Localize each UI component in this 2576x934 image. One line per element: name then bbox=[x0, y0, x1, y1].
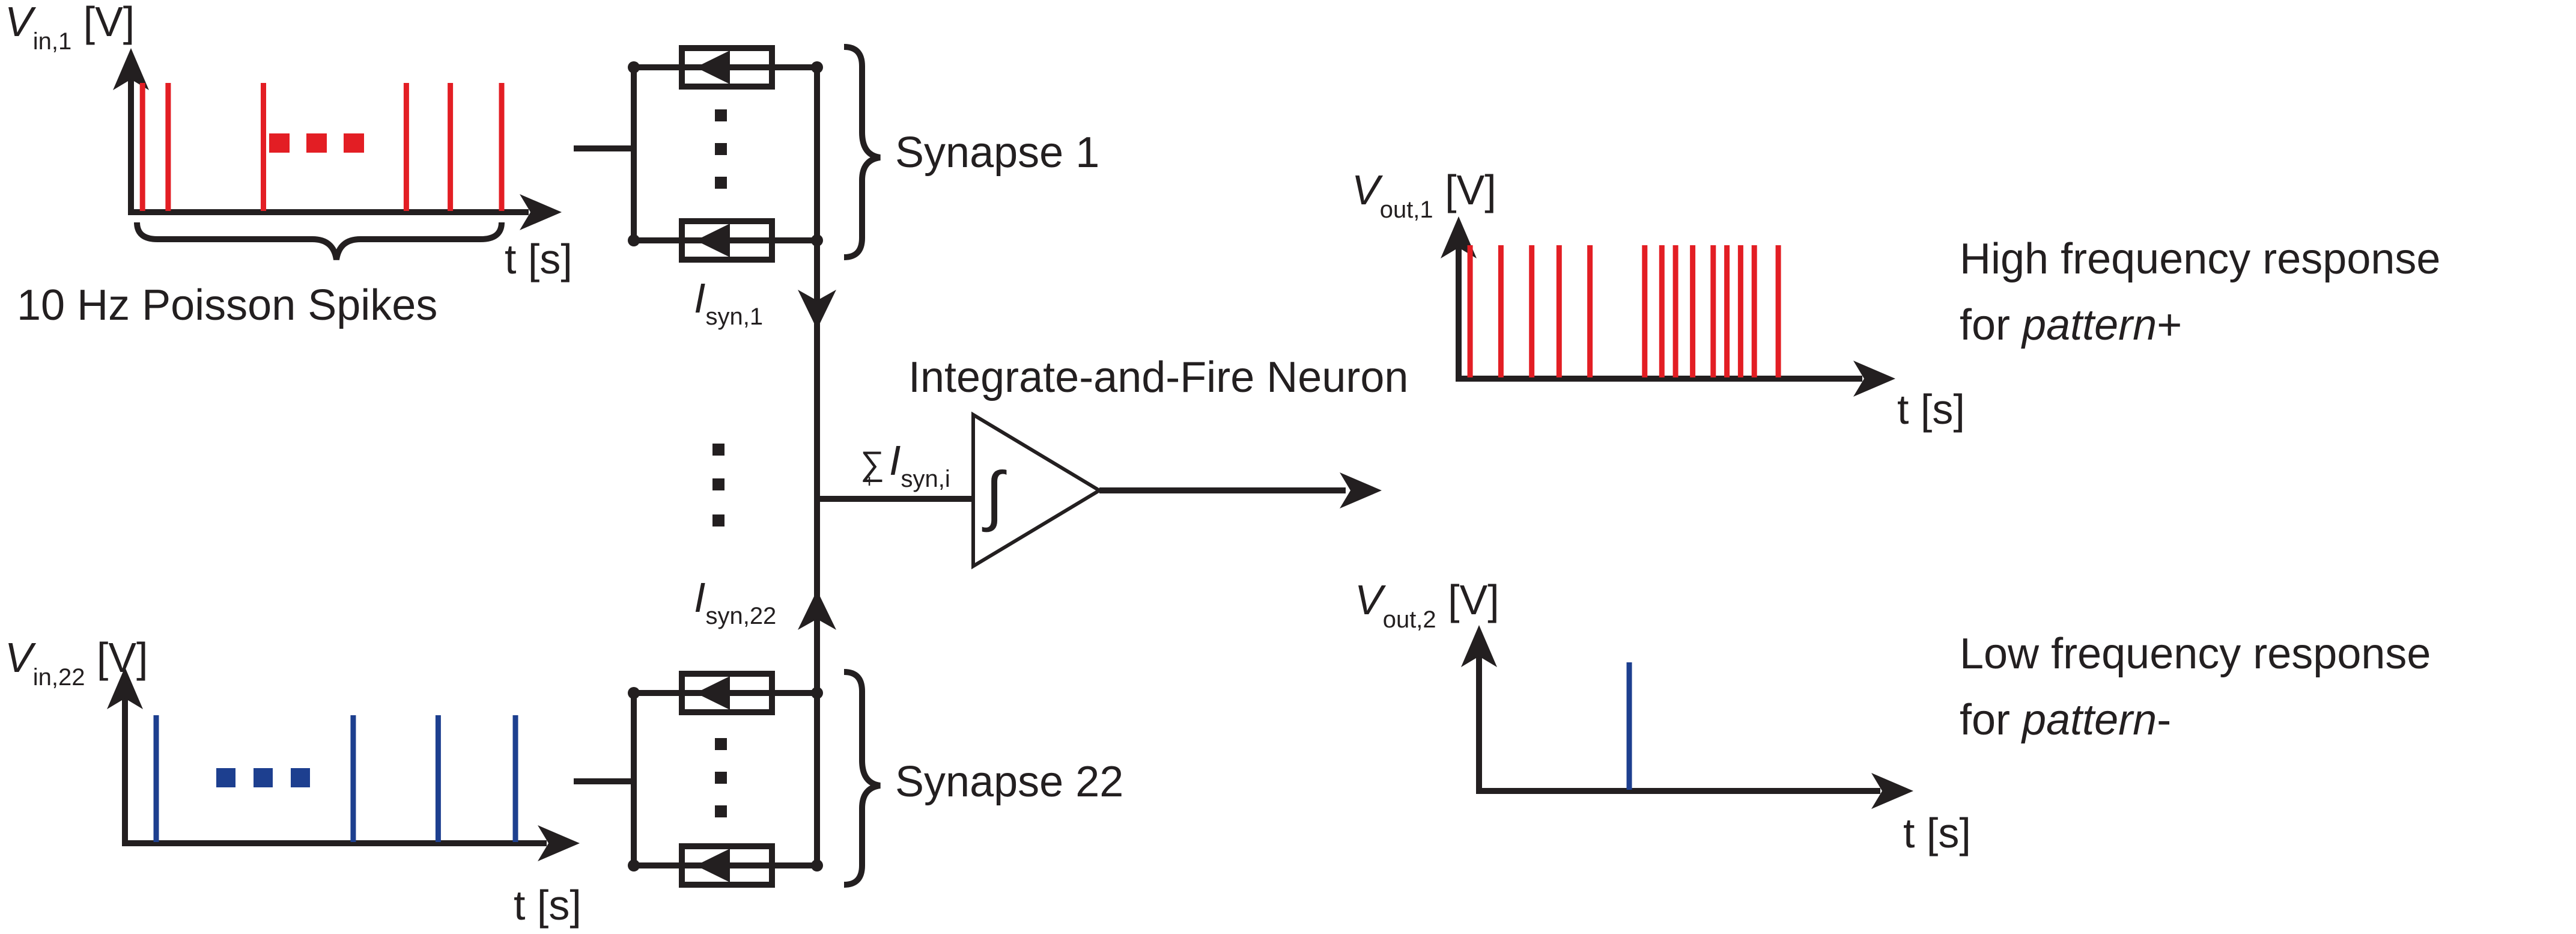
synapse22-label: Synapse 22 bbox=[895, 758, 1123, 806]
output1-x-label: t [s] bbox=[1897, 386, 1965, 433]
isyn22-arrow bbox=[798, 590, 836, 630]
neuron-label: Integrate-and-Fire Neuron bbox=[908, 353, 1408, 401]
input22-spike-train bbox=[153, 715, 518, 842]
ellipsis-dot bbox=[715, 177, 727, 189]
integrate-and-fire-neuron: Integrate-and-Fire Neuron ∑ i Isyn,i ∫ bbox=[860, 353, 1408, 570]
synapse1-node bbox=[628, 61, 640, 73]
output1-x-arrow bbox=[1853, 361, 1895, 397]
synapse22-block: Synapse 22 bbox=[574, 669, 1123, 888]
ellipsis-dot bbox=[715, 109, 727, 121]
input1-ellipsis bbox=[269, 133, 364, 153]
sum-index: i bbox=[867, 471, 871, 489]
ellipsis-dot bbox=[291, 768, 310, 787]
synapse22-brace bbox=[843, 669, 881, 888]
synapse1-label: Synapse 1 bbox=[895, 129, 1099, 177]
ellipsis-dot bbox=[715, 143, 727, 155]
isyn1-arrow bbox=[798, 290, 836, 329]
integral-symbol: ∫ bbox=[982, 459, 1007, 533]
synapse1-device-bottom-arrow bbox=[696, 224, 730, 257]
synapse1-block: Synapse 1 bbox=[574, 44, 1099, 263]
ellipsis-dot bbox=[712, 514, 724, 527]
output2-y-arrow bbox=[1461, 625, 1497, 667]
synapse22-device-top-arrow bbox=[696, 676, 730, 710]
ellipsis-dot bbox=[712, 444, 724, 456]
synapse1-device-bottom bbox=[679, 218, 775, 263]
synapse1-device-top bbox=[679, 45, 775, 90]
isyn22-label: Isyn,22 bbox=[694, 574, 776, 629]
input22-x-arrow bbox=[538, 825, 580, 861]
high-frequency-line1: High frequency response bbox=[1960, 235, 2440, 283]
output2-y-label: Vout,2 [V] bbox=[1355, 576, 1499, 633]
sum-symbol: ∑ bbox=[860, 444, 884, 482]
synapse22-node bbox=[811, 859, 823, 871]
output2-x-arrow bbox=[1871, 773, 1913, 809]
ellipsis-dot bbox=[715, 738, 727, 750]
output2-x-label: t [s] bbox=[1903, 810, 1971, 856]
synapse22-device-bottom-arrow bbox=[696, 849, 730, 882]
current-bus: Isyn,1 Isyn,22 bbox=[694, 240, 973, 693]
ellipsis-dot bbox=[306, 133, 327, 153]
high-frequency-line2: for pattern+ bbox=[1960, 301, 2182, 349]
ellipsis-dot bbox=[715, 772, 727, 784]
synapse1-device-top-arrow bbox=[696, 50, 730, 84]
low-frequency-line2: for pattern- bbox=[1960, 696, 2171, 744]
input1-brace bbox=[134, 222, 505, 260]
ellipsis-dot bbox=[216, 768, 235, 787]
synapse22-device-bottom bbox=[679, 843, 775, 888]
isyn1-label: Isyn,1 bbox=[694, 275, 763, 330]
synapse1-node bbox=[628, 234, 640, 246]
input1-y-label: Vin,1 [V] bbox=[5, 0, 135, 55]
sum-current-label: Isyn,i bbox=[889, 437, 950, 492]
neuron-triangle bbox=[971, 411, 1103, 570]
ellipsis-dot bbox=[254, 768, 273, 787]
synapse22-node bbox=[628, 859, 640, 871]
input22-y-arrow bbox=[107, 667, 143, 709]
neuron-output-arrow bbox=[1340, 472, 1382, 508]
ellipsis-dot bbox=[344, 133, 364, 153]
poisson-label: 10 Hz Poisson Spikes bbox=[17, 281, 437, 329]
input1-y-arrow bbox=[113, 48, 149, 90]
input1-plot: Vin,1 [V] t [s] 10 Hz Poisson Spikes bbox=[5, 0, 573, 329]
output1-y-label: Vout,1 [V] bbox=[1352, 166, 1496, 223]
synapse1-node bbox=[811, 61, 823, 73]
bus-vertical-ellipsis bbox=[712, 444, 724, 527]
ellipsis-dot bbox=[269, 133, 290, 153]
input1-x-arrow bbox=[520, 194, 562, 230]
output1-spike-train bbox=[1467, 245, 1781, 377]
synapse22-device-top bbox=[679, 671, 775, 715]
ellipsis-dot bbox=[712, 478, 724, 490]
input22-plot: Vin,22 [V] t [s] bbox=[5, 634, 582, 929]
input22-ellipsis bbox=[216, 768, 310, 787]
input22-y-label: Vin,22 [V] bbox=[5, 634, 148, 691]
ellipsis-dot bbox=[715, 805, 727, 817]
input1-spike-train bbox=[139, 83, 505, 211]
output1-plot: Vout,1 [V] t [s] High frequency response… bbox=[1352, 166, 2440, 433]
synapse1-brace bbox=[843, 44, 881, 260]
input1-x-label: t [s] bbox=[505, 236, 573, 282]
low-frequency-line1: Low frequency response bbox=[1960, 630, 2431, 678]
input22-x-label: t [s] bbox=[514, 882, 582, 929]
output2-plot: Vout,2 [V] t [s] Low frequency response … bbox=[1355, 576, 2431, 856]
synapse1-vertical-ellipsis bbox=[715, 109, 727, 189]
synapse22-vertical-ellipsis bbox=[715, 738, 727, 817]
synapse22-node bbox=[628, 687, 640, 699]
